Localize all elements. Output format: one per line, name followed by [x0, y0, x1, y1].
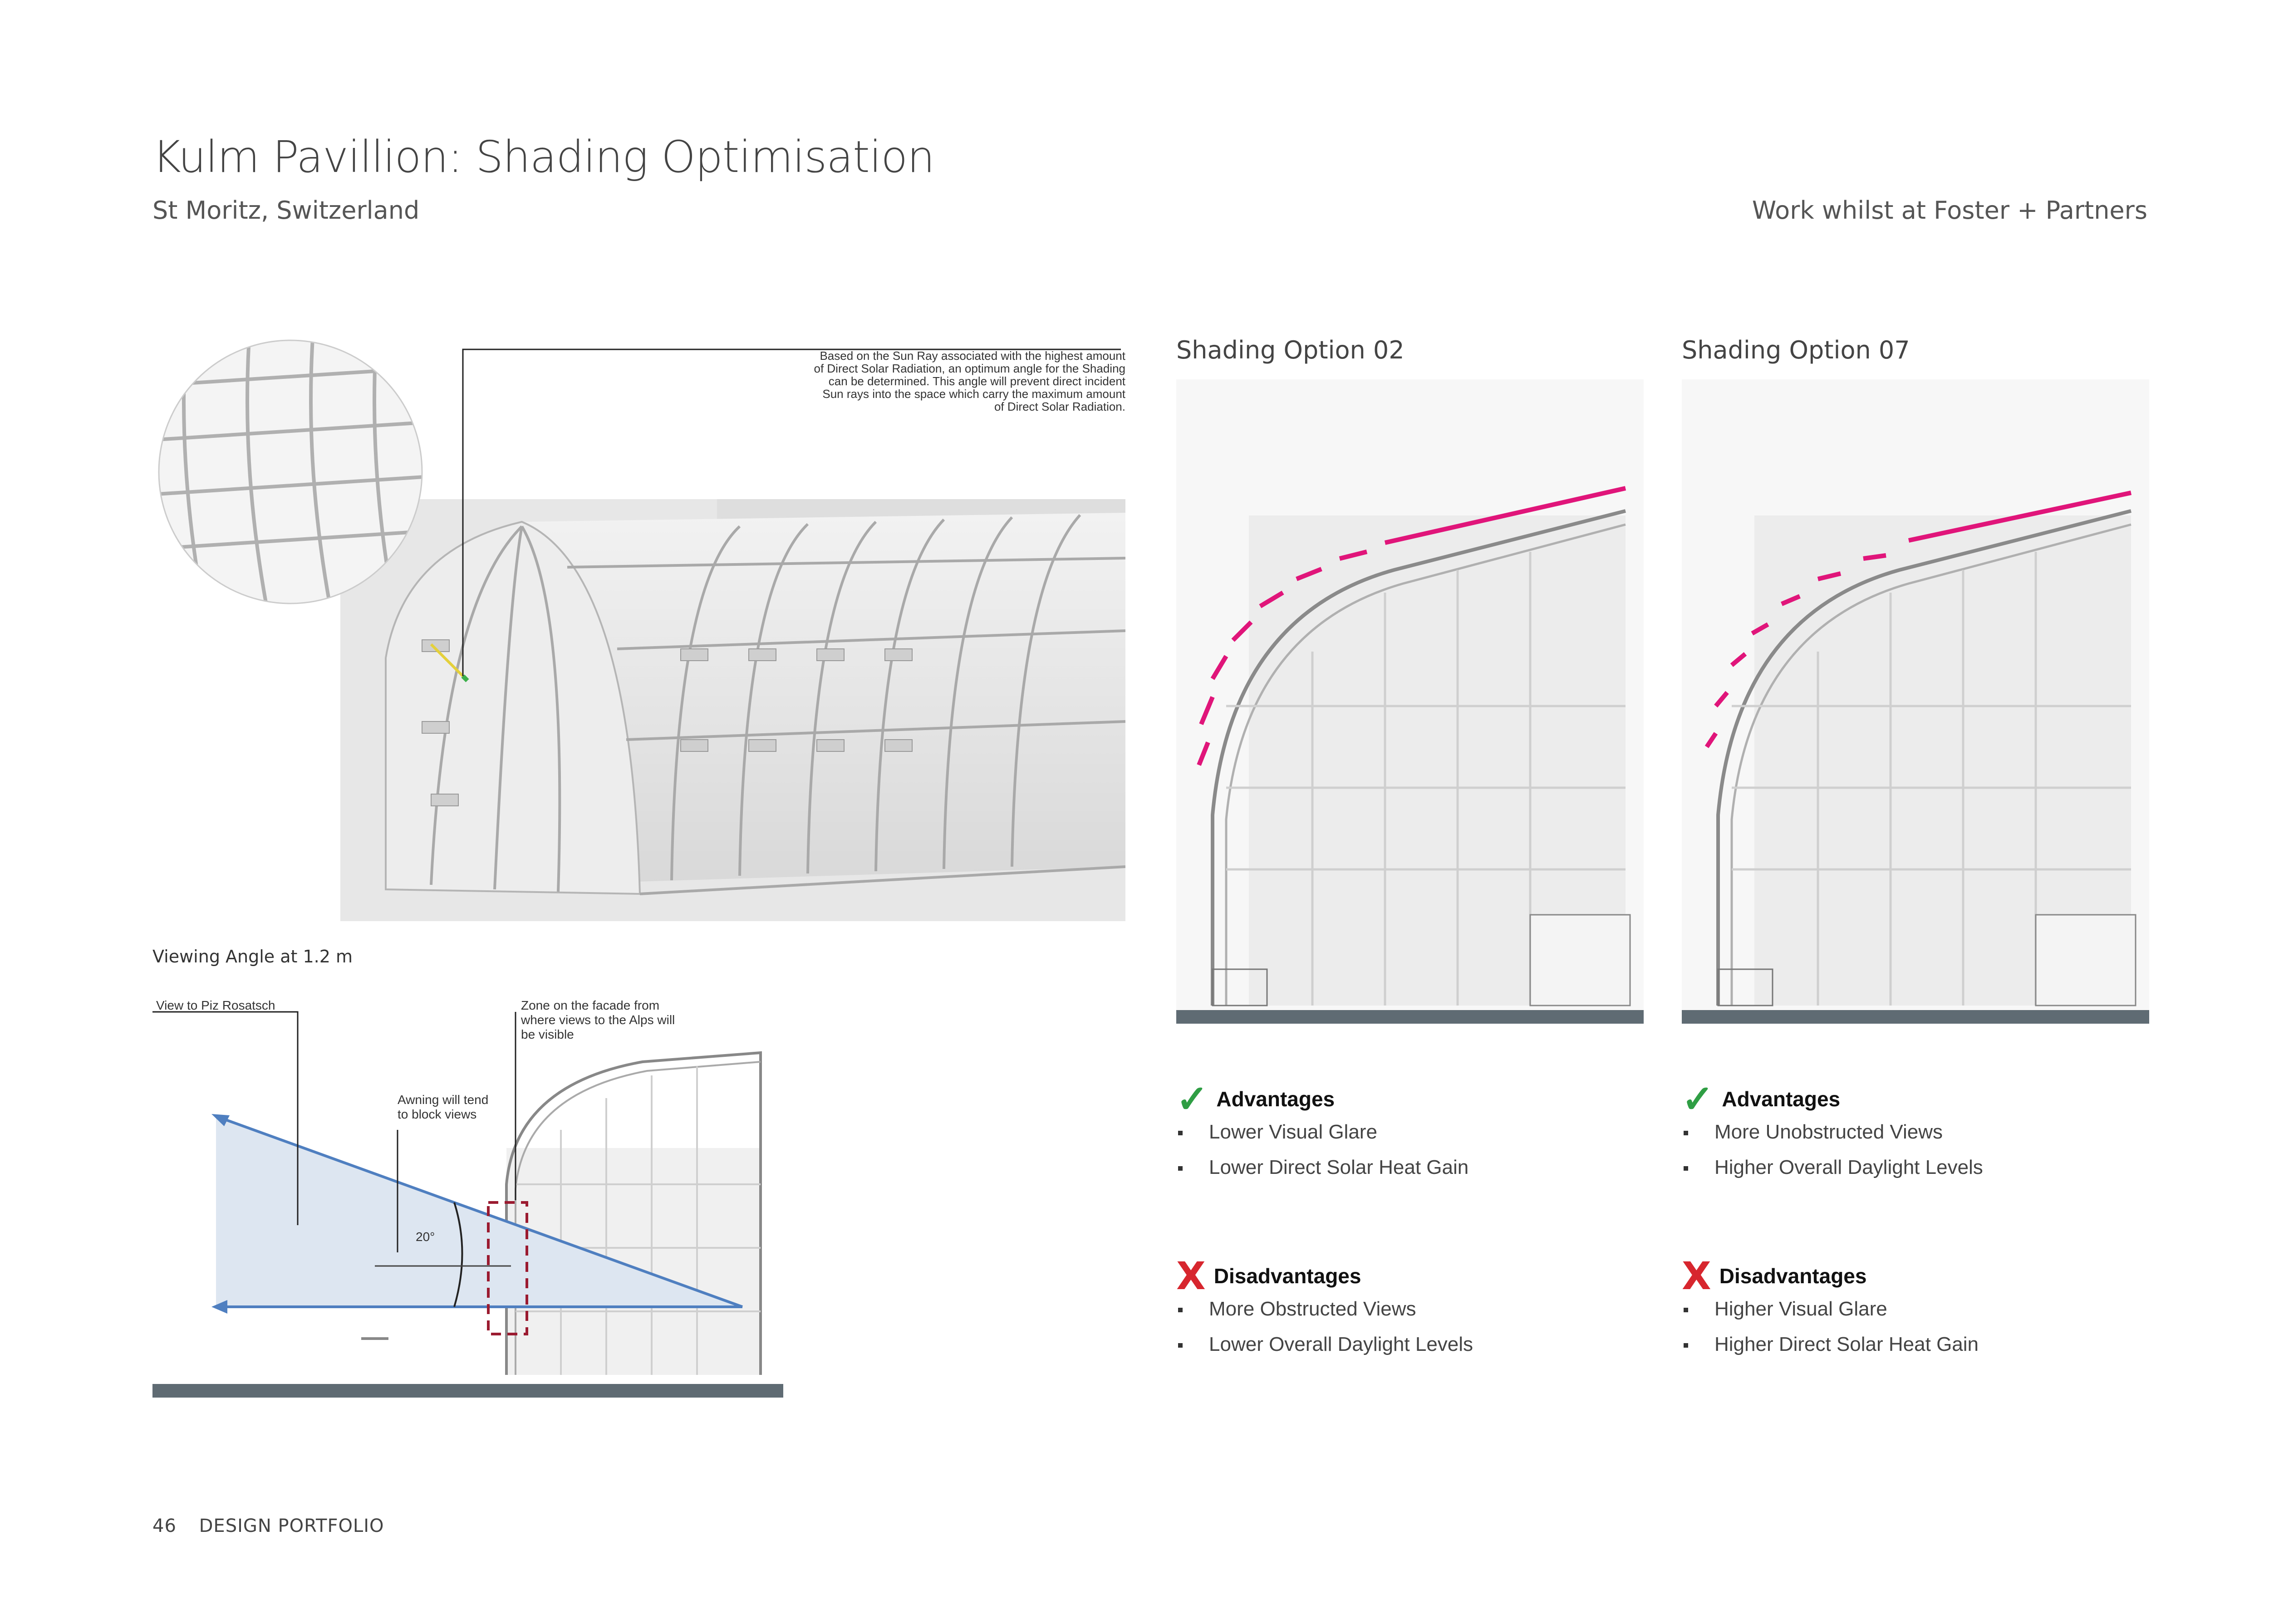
list-item: Lower Visual Glare — [1176, 1121, 1468, 1143]
list-item: Lower Overall Daylight Levels — [1176, 1333, 1473, 1356]
list-item: Higher Direct Solar Heat Gain — [1682, 1333, 1979, 1356]
advantages-heading: ✓ Advantages — [1682, 1080, 1840, 1118]
angle-label: 20° — [416, 1230, 435, 1244]
advantages-list: Lower Visual Glare Lower Direct Solar He… — [1176, 1121, 1468, 1192]
view-label: View to Piz Rosatsch — [156, 998, 275, 1012]
pavilion-render — [158, 339, 1125, 921]
shading-fins — [1197, 486, 1626, 766]
disadvantages-title: Disadvantages — [1719, 1264, 1867, 1288]
option-02: Shading Option 02 ✓ Advantages Lower Vis… — [1176, 336, 1644, 1393]
advantages-list: More Unobstructed Views Higher Overall D… — [1682, 1121, 1983, 1192]
shading-fins — [1704, 491, 2132, 748]
option-title: Shading Option 02 — [1176, 336, 1405, 364]
section-diagram — [152, 994, 783, 1398]
render-panel: Based on the Sun Ray associated with the… — [150, 331, 1125, 921]
option-section — [1176, 379, 1644, 1024]
option-title: Shading Option 07 — [1682, 336, 1910, 364]
advantages-heading: ✓ Advantages — [1176, 1080, 1335, 1118]
credit-text: Work whilst at Foster + Partners — [1752, 196, 2147, 225]
awning-label: Awning will tend to block views — [398, 1093, 489, 1121]
disadvantages-title: Disadvantages — [1213, 1264, 1361, 1288]
list-item: Lower Direct Solar Heat Gain — [1176, 1156, 1468, 1179]
page-title: Kulm Pavillion: Shading Optimisation — [152, 132, 935, 182]
list-item: More Unobstructed Views — [1682, 1121, 1983, 1143]
disadvantages-list: Higher Visual Glare Higher Direct Solar … — [1682, 1298, 1979, 1369]
footer-label: DESIGN PORTFOLIO — [199, 1516, 384, 1536]
option-07: Shading Option 07 ✓ Advantages More Unob… — [1682, 336, 2149, 1393]
footer: 46 DESIGN PORTFOLIO — [152, 1516, 384, 1536]
list-item: More Obstructed Views — [1176, 1298, 1473, 1320]
viewing-angle-panel: View to Piz Rosatsch Awning will tend to… — [152, 994, 783, 1402]
disadvantages-list: More Obstructed Views Lower Overall Dayl… — [1176, 1298, 1473, 1369]
check-icon: ✓ — [1176, 1078, 1208, 1120]
advantages-title: Advantages — [1722, 1087, 1841, 1111]
option-section — [1682, 379, 2149, 1024]
disadvantages-heading: X Disadvantages — [1682, 1257, 1866, 1295]
page-number: 46 — [152, 1516, 177, 1536]
zone-label: Zone on the facade from where views to t… — [521, 998, 675, 1041]
sun-ray-note: Based on the Sun Ray associated with the… — [814, 349, 1126, 413]
page-subtitle: St Moritz, Switzerland — [152, 196, 420, 225]
list-item: Higher Visual Glare — [1682, 1298, 1979, 1320]
cross-icon: X — [1682, 1254, 1711, 1298]
disadvantages-heading: X Disadvantages — [1176, 1257, 1361, 1295]
viewing-angle-label: Viewing Angle at 1.2 m — [152, 947, 353, 967]
cross-icon: X — [1176, 1254, 1206, 1298]
check-icon: ✓ — [1682, 1078, 1714, 1120]
list-item: Higher Overall Daylight Levels — [1682, 1156, 1983, 1179]
advantages-title: Advantages — [1216, 1087, 1335, 1111]
